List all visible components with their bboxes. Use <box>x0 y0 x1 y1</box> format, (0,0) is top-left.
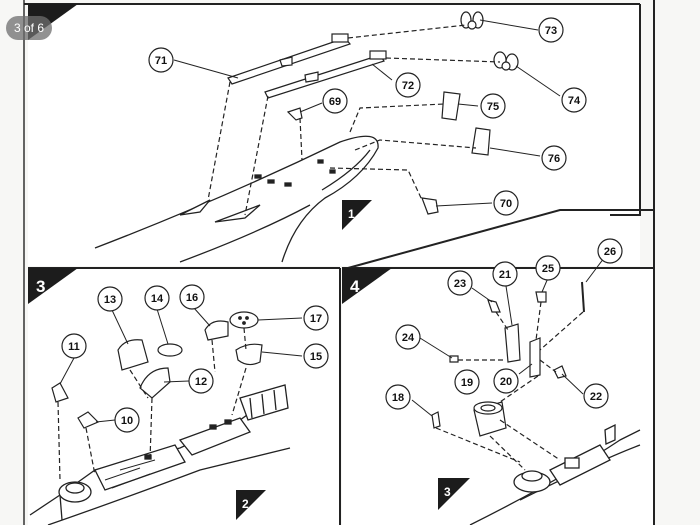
step-3-leaders <box>59 307 303 423</box>
step-4-number: 4 <box>350 277 360 296</box>
part-19 <box>473 401 507 437</box>
svg-text:22: 22 <box>590 391 602 403</box>
part-69 <box>286 107 303 121</box>
part-16 <box>204 320 229 341</box>
part-73 <box>460 11 484 30</box>
callout-21: 21 <box>492 261 518 287</box>
svg-text:12: 12 <box>195 376 207 388</box>
svg-text:16: 16 <box>186 292 198 304</box>
part-72-end <box>369 50 387 60</box>
callout-76: 76 <box>541 145 567 171</box>
svg-text:18: 18 <box>392 392 404 404</box>
part-14 <box>157 343 183 357</box>
part-20 <box>529 337 541 378</box>
part-76 <box>471 127 491 156</box>
svg-text:21: 21 <box>499 269 511 281</box>
callout-72: 72 <box>395 72 421 98</box>
callout-13: 13 <box>97 286 123 312</box>
svg-text:76: 76 <box>548 153 560 165</box>
callout-23: 23 <box>447 270 473 296</box>
step-2-leaders <box>173 19 561 207</box>
svg-text:17: 17 <box>310 313 322 325</box>
part-72-mount <box>304 71 319 83</box>
callout-24: 24 <box>395 324 421 350</box>
svg-text:14: 14 <box>151 293 164 305</box>
callout-75: 75 <box>480 93 506 119</box>
part-26 <box>581 281 585 313</box>
svg-text:72: 72 <box>402 80 414 92</box>
part-11 <box>51 382 69 403</box>
svg-text:15: 15 <box>310 351 322 363</box>
svg-text:75: 75 <box>487 101 499 113</box>
svg-text:19: 19 <box>461 377 473 389</box>
part-70 <box>421 197 439 215</box>
part-23 <box>487 299 501 313</box>
svg-text:13: 13 <box>104 294 116 306</box>
svg-text:69: 69 <box>329 96 341 108</box>
sub-step-3-number: 3 <box>444 485 451 499</box>
callout-73: 73 <box>538 17 564 43</box>
step-3-guides <box>57 327 247 481</box>
svg-text:10: 10 <box>121 415 133 427</box>
mast-drawing <box>469 423 641 526</box>
part-17 <box>229 311 259 329</box>
callout-69: 69 <box>322 88 348 114</box>
page-indicator: 3 of 6 <box>6 16 52 40</box>
deck-drawing <box>94 135 379 263</box>
step-4-guides <box>435 301 584 471</box>
callout-15: 15 <box>303 343 329 369</box>
part-12 <box>139 367 171 399</box>
step-4-flag <box>342 268 392 304</box>
svg-text:24: 24 <box>402 332 415 344</box>
callout-22: 22 <box>583 383 609 409</box>
part-71-end <box>331 33 349 43</box>
callout-71: 71 <box>148 47 174 73</box>
sub-step-2-number: 2 <box>242 497 249 511</box>
callout-25: 25 <box>535 255 561 281</box>
part-18 <box>431 411 441 429</box>
svg-text:25: 25 <box>542 263 554 275</box>
part-75 <box>441 91 461 121</box>
step-2-guides <box>207 24 501 216</box>
svg-text:26: 26 <box>604 246 616 258</box>
callout-12: 12 <box>188 368 214 394</box>
callout-19: 19 <box>454 369 480 395</box>
part-21 <box>504 323 521 363</box>
svg-text:11: 11 <box>68 341 80 353</box>
part-15 <box>235 343 263 366</box>
sub-step-3-flag <box>438 478 470 510</box>
callout-10: 10 <box>114 407 140 433</box>
sub-step-1-number: 1 <box>348 207 355 221</box>
svg-text:20: 20 <box>500 376 512 388</box>
callout-20: 20 <box>493 368 519 394</box>
part-74 <box>493 51 519 71</box>
bridge-drawing <box>29 384 291 526</box>
step-3-number: 3 <box>36 277 45 296</box>
part-25 <box>535 291 547 303</box>
step-4-leaders <box>411 249 611 417</box>
part-72 <box>264 54 385 99</box>
svg-text:74: 74 <box>568 95 581 107</box>
svg-text:71: 71 <box>155 55 167 67</box>
svg-text:73: 73 <box>545 25 557 37</box>
callout-74: 74 <box>561 87 587 113</box>
svg-text:70: 70 <box>500 198 512 210</box>
part-24 <box>449 355 459 363</box>
callout-70: 70 <box>493 190 519 216</box>
callout-16: 16 <box>179 284 205 310</box>
part-71-mount <box>279 56 293 67</box>
svg-text:23: 23 <box>454 278 466 290</box>
sub-step-1-flag <box>342 200 372 230</box>
step-3-flag <box>28 268 78 304</box>
callout-18: 18 <box>385 384 411 410</box>
part-13 <box>117 339 149 371</box>
callout-11: 11 <box>61 333 87 359</box>
callout-26: 26 <box>597 238 623 264</box>
sub-step-2-flag <box>236 490 266 520</box>
callout-17: 17 <box>303 305 329 331</box>
callout-14: 14 <box>144 285 170 311</box>
